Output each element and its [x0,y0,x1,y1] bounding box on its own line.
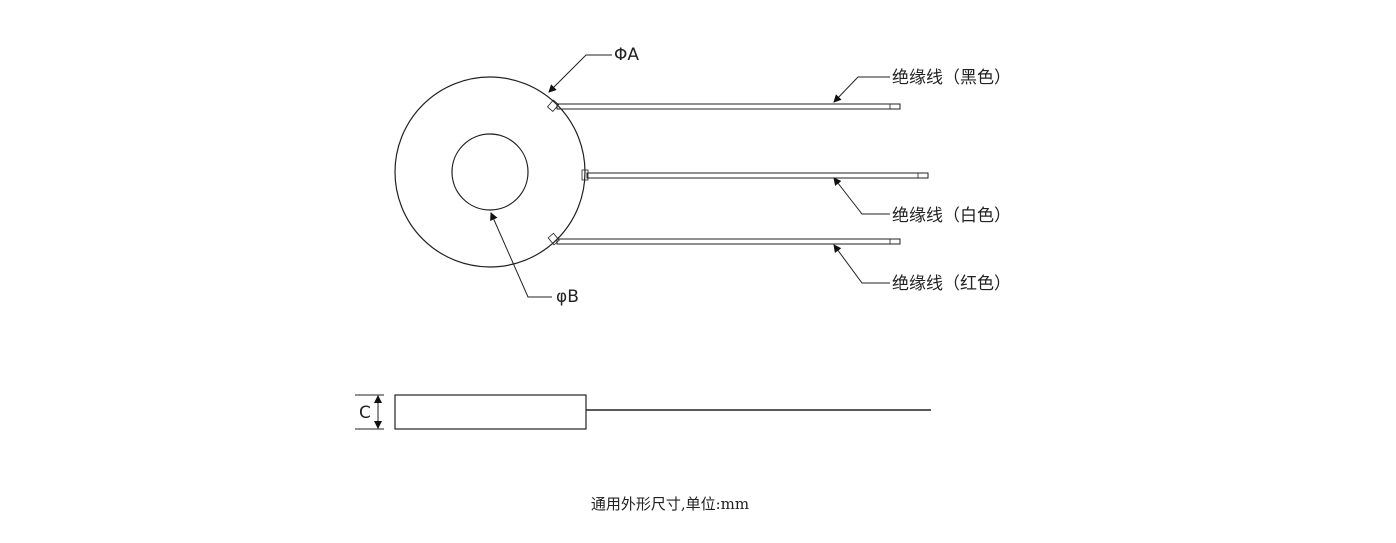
side-view-body [394,394,587,430]
wire-red [547,232,901,246]
leader-wire-white [833,177,890,215]
label-outer-diameter: ΦA [614,45,639,65]
label-inner-diameter: φB [556,287,579,307]
wire-white [581,169,929,181]
leader-wire-black [833,76,890,103]
label-wire-black: 绝缘线（黑色） [892,68,1011,88]
label-wire-red: 绝缘线（红色） [892,274,1011,294]
leader-inner-diameter [490,212,552,298]
leader-wire-red [833,244,890,284]
label-thickness: C [359,403,371,423]
outer-ring [394,76,586,268]
inner-hole [451,133,529,211]
leader-outer-diameter [548,54,612,93]
wire-black [546,99,901,112]
caption: 通用外形尺寸,单位:mm [591,495,749,513]
label-wire-white: 绝缘线（白色） [892,206,1011,226]
